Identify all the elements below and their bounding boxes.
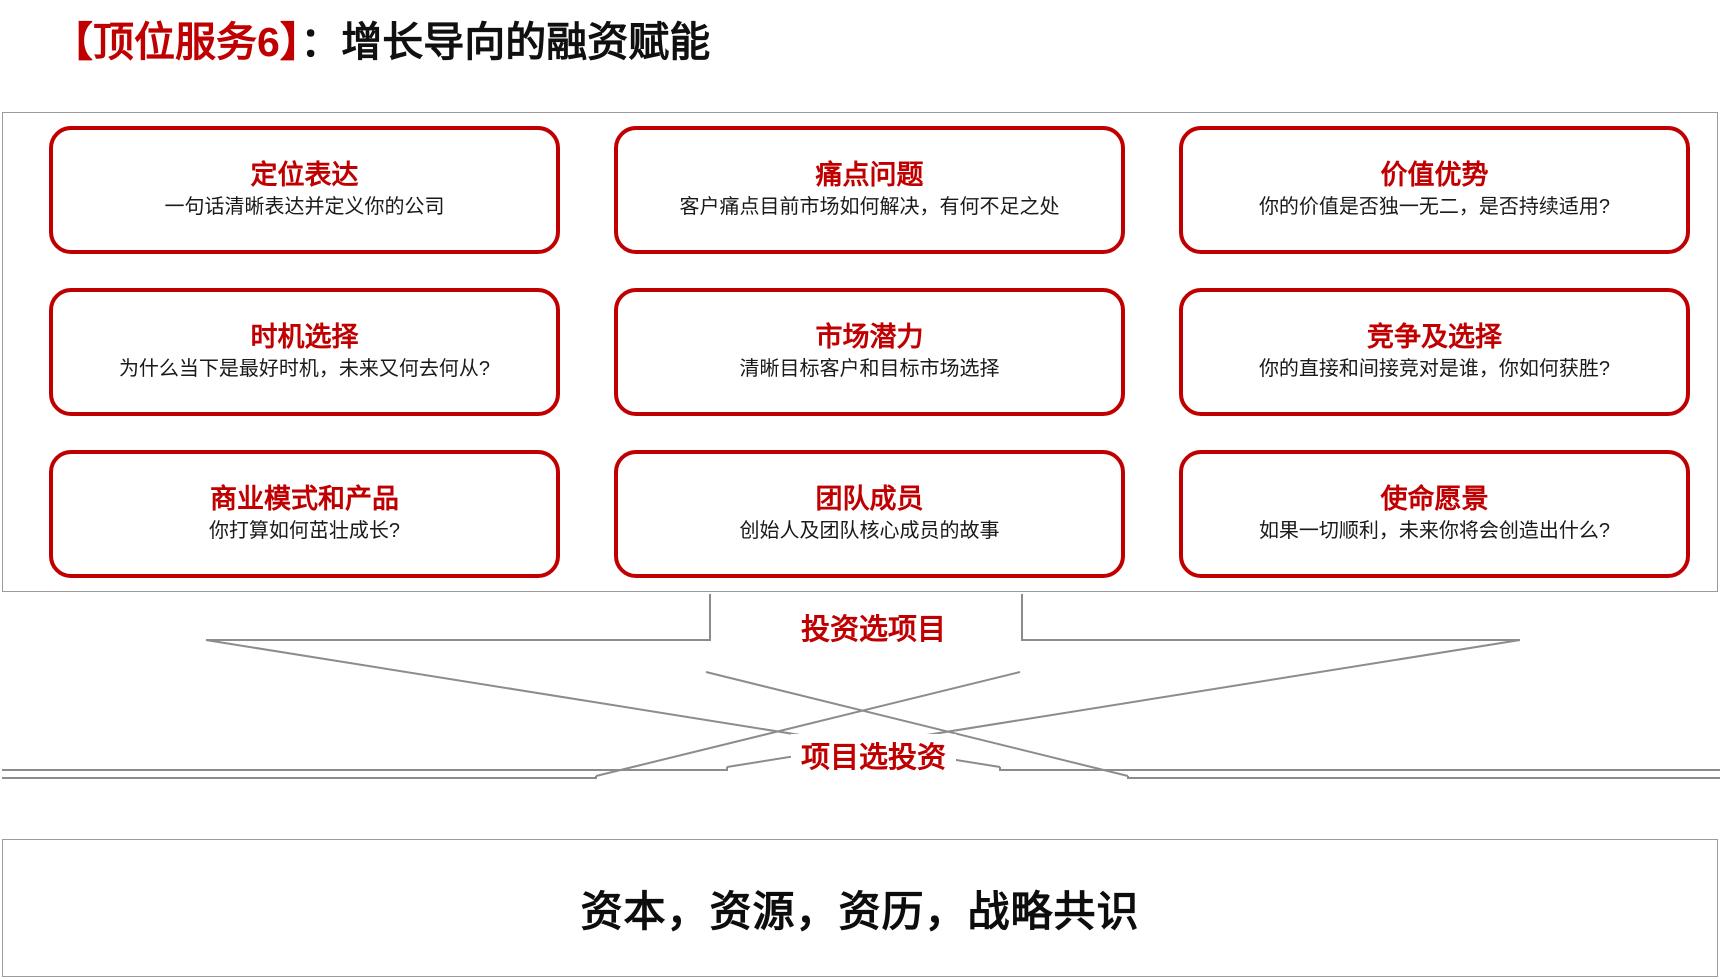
topic-card-subtitle: 你打算如何茁壮成长? <box>208 520 401 543</box>
topic-card-title: 使命愿景 <box>1380 483 1489 514</box>
topic-row: 商业模式和产品 你打算如何茁壮成长? 团队成员 创始人及团队核心成员的故事 使命… <box>49 450 1703 578</box>
connector-lines-graphic <box>2 594 1720 779</box>
topic-card-title: 价值优势 <box>1380 159 1489 190</box>
topic-card-title: 商业模式和产品 <box>210 483 399 514</box>
topic-row: 时机选择 为什么当下是最好时机，未来又何去何从? 市场潜力 清晰目标客户和目标市… <box>49 288 1703 416</box>
topic-card-subtitle: 你的直接和间接竞对是谁，你如何获胜? <box>1258 358 1611 381</box>
topic-card-mission[interactable]: 使命愿景 如果一切顺利，未来你将会创造出什么? <box>1179 450 1690 578</box>
topic-card-title: 市场潜力 <box>815 321 924 352</box>
topic-card-title: 团队成员 <box>815 483 924 514</box>
topic-card-subtitle: 客户痛点目前市场如何解决，有何不足之处 <box>679 196 1060 219</box>
topic-card-painpoint[interactable]: 痛点问题 客户痛点目前市场如何解决，有何不足之处 <box>614 126 1125 254</box>
topic-card-market[interactable]: 市场潜力 清晰目标客户和目标市场选择 <box>614 288 1125 416</box>
pitch-topics-panel: 定位表达 一句话清晰表达并定义你的公司 痛点问题 客户痛点目前市场如何解决，有何… <box>2 112 1718 592</box>
topic-card-businessmodel[interactable]: 商业模式和产品 你打算如何茁壮成长? <box>49 450 560 578</box>
topic-card-team[interactable]: 团队成员 创始人及团队核心成员的故事 <box>614 450 1125 578</box>
topic-card-title: 痛点问题 <box>815 159 924 190</box>
topic-card-timing[interactable]: 时机选择 为什么当下是最好时机，未来又何去何从? <box>49 288 560 416</box>
topic-card-subtitle: 如果一切顺利，未来你将会创造出什么? <box>1258 520 1611 543</box>
foundation-bar: 资本，资源，资历，战略共识 <box>2 839 1718 977</box>
page-title-black-part: ：增长导向的融资赋能 <box>300 19 711 65</box>
topic-card-title: 竞争及选择 <box>1367 321 1502 352</box>
topic-card-subtitle: 为什么当下是最好时机，未来又何去何从? <box>118 358 491 381</box>
foundation-bar-text: 资本，资源，资历，战略共识 <box>580 887 1140 935</box>
topic-card-competition[interactable]: 竞争及选择 你的直接和间接竞对是谁，你如何获胜? <box>1179 288 1690 416</box>
topic-card-title: 定位表达 <box>250 159 359 190</box>
topic-card-value[interactable]: 价值优势 你的价值是否独一无二，是否持续适用? <box>1179 126 1690 254</box>
pitch-topics-grid: 定位表达 一句话清晰表达并定义你的公司 痛点问题 客户痛点目前市场如何解决，有何… <box>3 113 1717 591</box>
topic-row: 定位表达 一句话清晰表达并定义你的公司 痛点问题 客户痛点目前市场如何解决，有何… <box>49 126 1703 254</box>
topic-card-positioning[interactable]: 定位表达 一句话清晰表达并定义你的公司 <box>49 126 560 254</box>
connector-area: 投资选项目 项目选投资 <box>0 592 1724 842</box>
topic-card-subtitle: 一句话清晰表达并定义你的公司 <box>164 196 445 219</box>
page-title: 【顶位服务6】：增长导向的融资赋能 <box>52 8 710 68</box>
connector-label-top: 投资选项目 <box>791 606 957 648</box>
topic-card-title: 时机选择 <box>250 321 359 352</box>
topic-card-subtitle: 创始人及团队核心成员的故事 <box>739 520 1000 543</box>
page-title-red-part: 【顶位服务6】 <box>52 19 301 65</box>
connector-label-bottom: 项目选投资 <box>791 734 957 776</box>
topic-card-subtitle: 清晰目标客户和目标市场选择 <box>739 358 1000 381</box>
topic-card-subtitle: 你的价值是否独一无二，是否持续适用? <box>1258 196 1611 219</box>
